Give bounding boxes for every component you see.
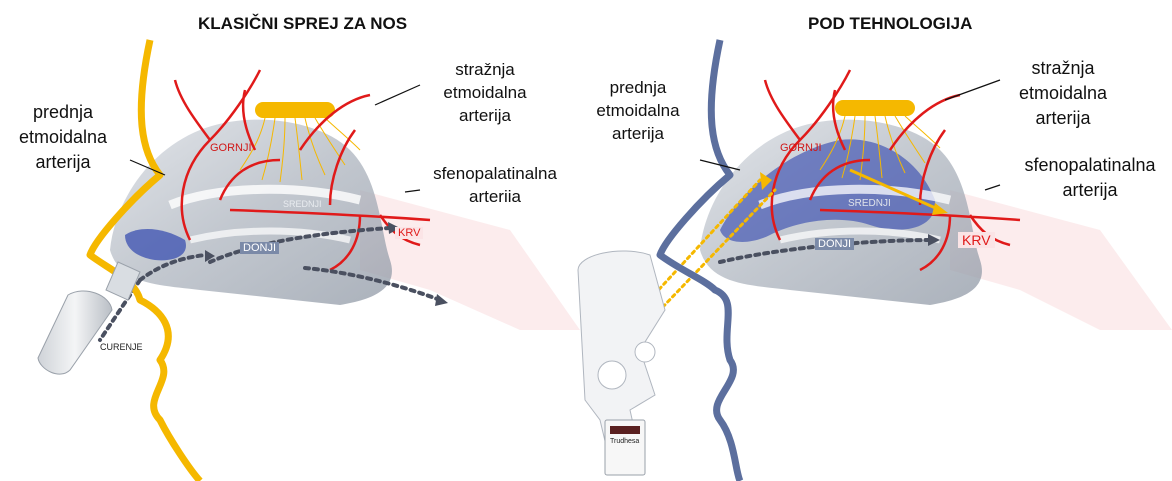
left-label-sphenopalatine-artery: sfenopalatinalna arteriia <box>420 162 570 208</box>
right-panel-title: POD TEHNOLOGIJA <box>808 14 972 34</box>
left-region-upper: GORNJI <box>210 142 252 154</box>
left-posterior-line-3: arterija <box>435 104 535 127</box>
right-anterior-line-3: arterija <box>583 122 693 145</box>
right-label-sphenopalatine-artery: sfenopalatinalna arterija <box>1010 153 1170 203</box>
left-spheno-line-2: arteriia <box>420 185 570 208</box>
right-region-upper: GORNJI <box>780 142 822 154</box>
left-anterior-line-3: arterija <box>8 150 118 175</box>
right-region-lower: DONJI <box>815 238 854 250</box>
left-region-blood: KRV <box>395 227 423 239</box>
left-spray-bottle <box>38 262 140 374</box>
right-posterior-line-2: etmoidalna <box>1008 81 1118 106</box>
right-anterior-line-1: prednja <box>583 76 693 99</box>
left-panel-title: KLASIČNI SPREJ ZA NOS <box>198 14 407 34</box>
right-posterior-line-3: arterija <box>1008 106 1118 131</box>
left-anterior-line-1: prednja <box>8 100 118 125</box>
right-region-middle: SREDNJI <box>848 198 891 209</box>
left-throat <box>360 190 580 330</box>
left-label-anterior-artery: prednja etmoidalna arterija <box>8 100 118 175</box>
right-device-label: Trudhesa <box>610 438 639 445</box>
right-throat <box>950 190 1172 330</box>
left-label-posterior-artery: stražnja etmoidalna arterija <box>435 58 535 127</box>
right-spheno-line-1: sfenopalatinalna <box>1010 153 1170 178</box>
left-anterior-line-2: etmoidalna <box>8 125 118 150</box>
right-region-blood: KRV <box>958 232 995 248</box>
left-posterior-line-2: etmoidalna <box>435 81 535 104</box>
right-label-anterior-artery: prednja etmoidalna arterija <box>583 76 693 145</box>
left-spheno-line-1: sfenopalatinalna <box>420 162 570 185</box>
right-label-posterior-artery: stražnja etmoidalna arterija <box>1008 56 1118 131</box>
left-region-lower: DONJI <box>240 242 279 254</box>
left-olfactory-bulb <box>255 102 335 118</box>
left-drip-label: CURENJE <box>100 342 143 352</box>
right-spheno-line-2: arterija <box>1010 178 1170 203</box>
right-olfactory-bulb <box>835 100 915 116</box>
right-posterior-line-1: stražnja <box>1008 56 1118 81</box>
right-anterior-line-2: etmoidalna <box>583 99 693 122</box>
left-region-middle: SREDNJI <box>283 199 322 209</box>
left-posterior-line-1: stražnja <box>435 58 535 81</box>
